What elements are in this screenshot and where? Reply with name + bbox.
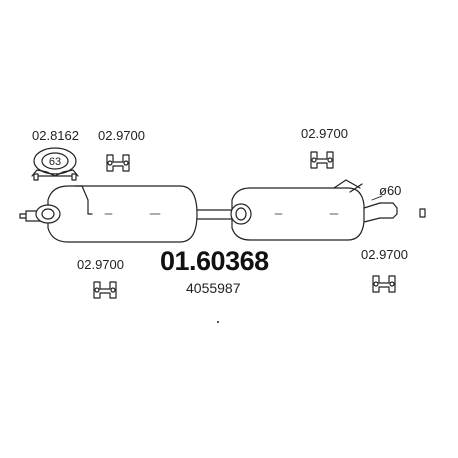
intermediate-pipe — [196, 209, 233, 220]
rubber-hanger-top-left-icon — [106, 154, 130, 172]
front-muffler — [35, 185, 198, 243]
rubber-hanger-bottom-left-icon — [93, 281, 117, 299]
rubber-hanger-top-right-icon — [310, 151, 334, 169]
clamp-icon — [31, 147, 79, 181]
diameter-leader — [371, 195, 383, 201]
rear-muffler — [230, 179, 365, 241]
oem-reference-number: 4055987 — [186, 280, 241, 296]
main-part-number: 01.60368 — [160, 246, 269, 276]
tail-pipe — [363, 202, 426, 223]
hanger-top-left-part-number: 02.9700 — [98, 128, 145, 143]
clamp-size: 63 — [49, 156, 61, 168]
pipe-diameter-label: ø60 — [379, 183, 402, 198]
hanger-bottom-left-part-number: 02.9700 — [77, 257, 124, 272]
rubber-hanger-bottom-right-icon — [372, 275, 396, 293]
clamp-part-number: 02.8162 — [32, 128, 79, 143]
hanger-top-right-part-number: 02.9700 — [301, 126, 348, 141]
dot-mark — [217, 321, 219, 323]
hanger-bottom-right-part-number: 02.9700 — [361, 247, 408, 262]
